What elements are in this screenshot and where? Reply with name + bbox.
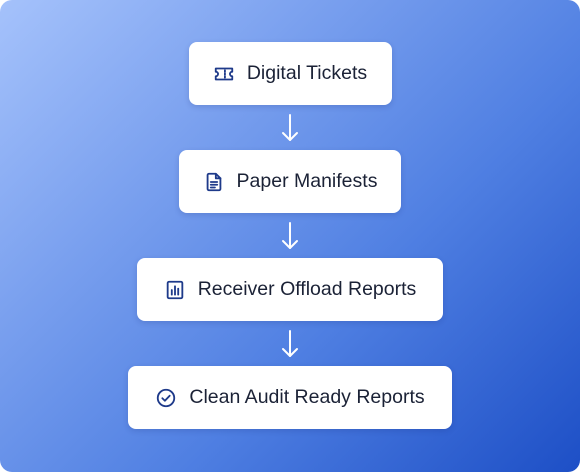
bar-chart-icon [164, 279, 186, 301]
step-receiver-offload-reports: Receiver Offload Reports [137, 258, 443, 321]
down-arrow-icon [280, 213, 300, 258]
step-label: Clean Audit Ready Reports [189, 386, 425, 408]
step-paper-manifests: Paper Manifests [179, 150, 401, 213]
step-label: Paper Manifests [236, 170, 378, 192]
document-icon [203, 171, 225, 193]
ticket-icon [213, 63, 235, 85]
check-circle-icon [155, 387, 177, 409]
down-arrow-icon [280, 105, 300, 150]
step-label: Receiver Offload Reports [197, 278, 417, 300]
flow-diagram: Digital Tickets Paper Manifests [0, 42, 580, 429]
step-label: Digital Tickets [246, 62, 368, 84]
step-digital-tickets: Digital Tickets [188, 42, 392, 105]
step-clean-audit-ready-reports: Clean Audit Ready Reports [128, 366, 452, 429]
down-arrow-icon [280, 321, 300, 366]
